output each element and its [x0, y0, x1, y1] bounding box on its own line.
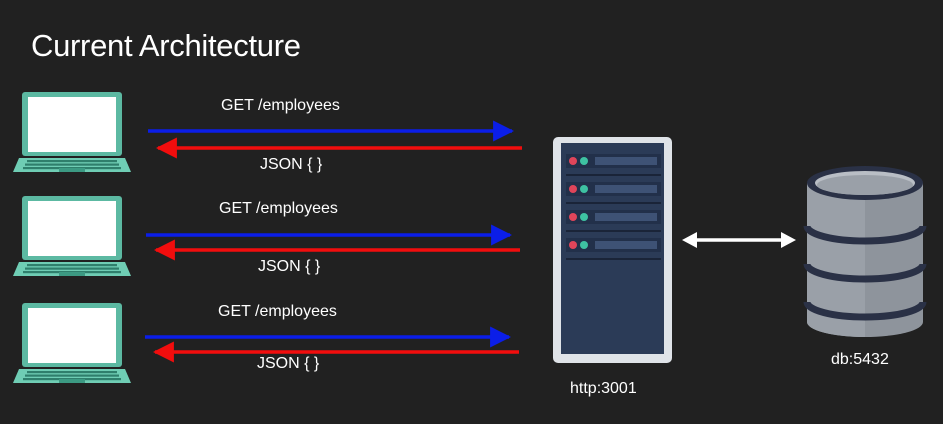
database-icon	[803, 166, 927, 337]
request-label: GET /employees	[221, 97, 340, 114]
server-icon	[553, 137, 672, 363]
bidirectional-arrow	[682, 232, 796, 248]
request-label: GET /employees	[218, 303, 337, 320]
diagram-title: Current Architecture	[31, 28, 301, 63]
request-label: GET /employees	[219, 200, 338, 217]
client-laptop-icon	[13, 196, 131, 276]
server-label: http:3001	[570, 380, 637, 397]
client-laptop-icon	[13, 92, 131, 172]
response-label: JSON { }	[260, 156, 323, 173]
client-laptop-icon	[13, 303, 131, 383]
response-label: JSON { }	[258, 258, 321, 275]
response-label: JSON { }	[257, 355, 320, 372]
database-label: db:5432	[831, 351, 889, 368]
